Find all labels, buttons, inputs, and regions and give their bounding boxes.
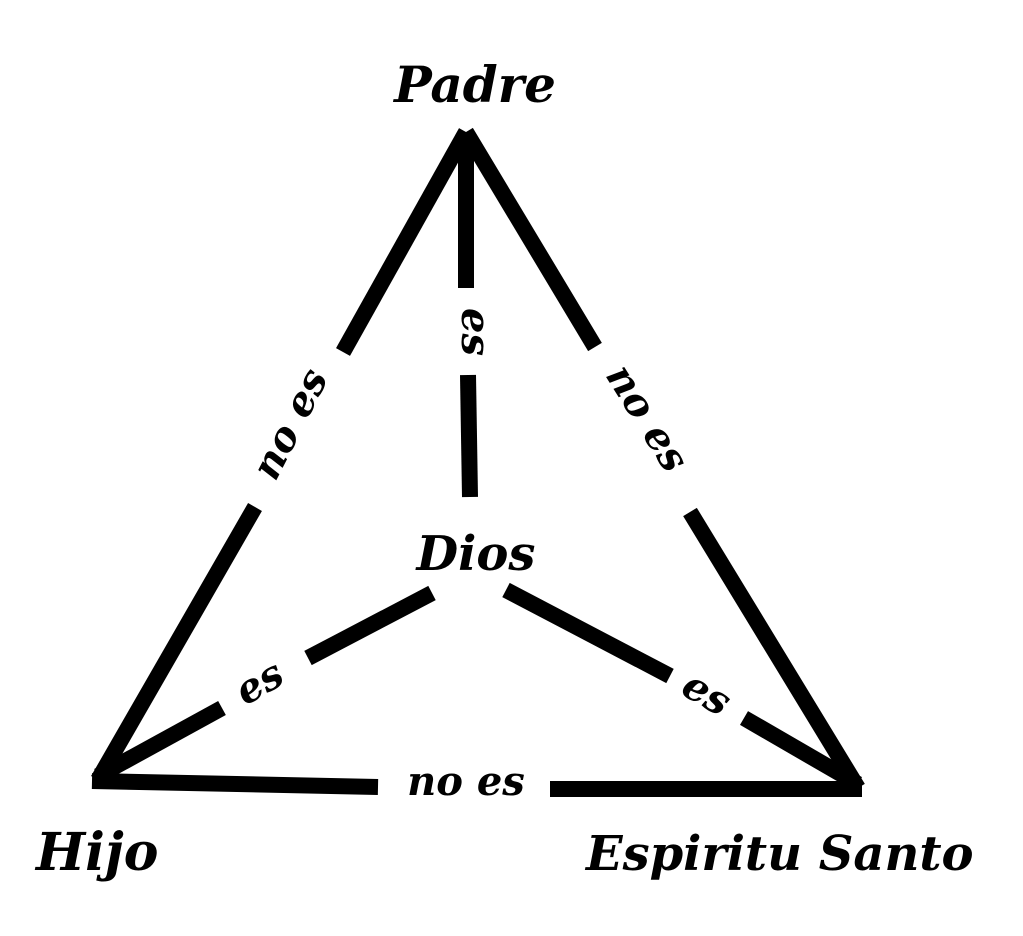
edge-label-hijo-espiritu: no es (407, 758, 525, 805)
node-padre: Padre (392, 55, 556, 114)
edge-hijo-espiritu-left (91, 773, 379, 795)
edge-dios-hijo-upper (304, 585, 436, 666)
edge-padre-hijo-lower (91, 503, 262, 784)
edge-dios-espiritu-lower (739, 711, 863, 791)
edge-padre-dios-lower (460, 374, 478, 498)
edge-dios-hijo-lower (94, 700, 226, 784)
edge-label-padre-espiritu: no es (596, 356, 698, 481)
edge-padre-espiritu-upper (459, 127, 602, 352)
node-espiritu-santo: Espiritu Santo (584, 826, 974, 882)
edge-label-hijo-dios: es (227, 650, 292, 715)
edge-label-padre-hijo: no es (242, 361, 337, 487)
node-dios: Dios (415, 526, 536, 582)
edge-dios-espiritu-upper (502, 582, 674, 684)
edge-padre-espiritu-lower (683, 507, 865, 793)
edge-label-padre-dios: es (452, 308, 499, 356)
edge-label-espiritu-dios: es (674, 661, 739, 726)
node-hijo: Hijo (34, 822, 158, 883)
edge-padre-hijo-upper (336, 128, 473, 356)
